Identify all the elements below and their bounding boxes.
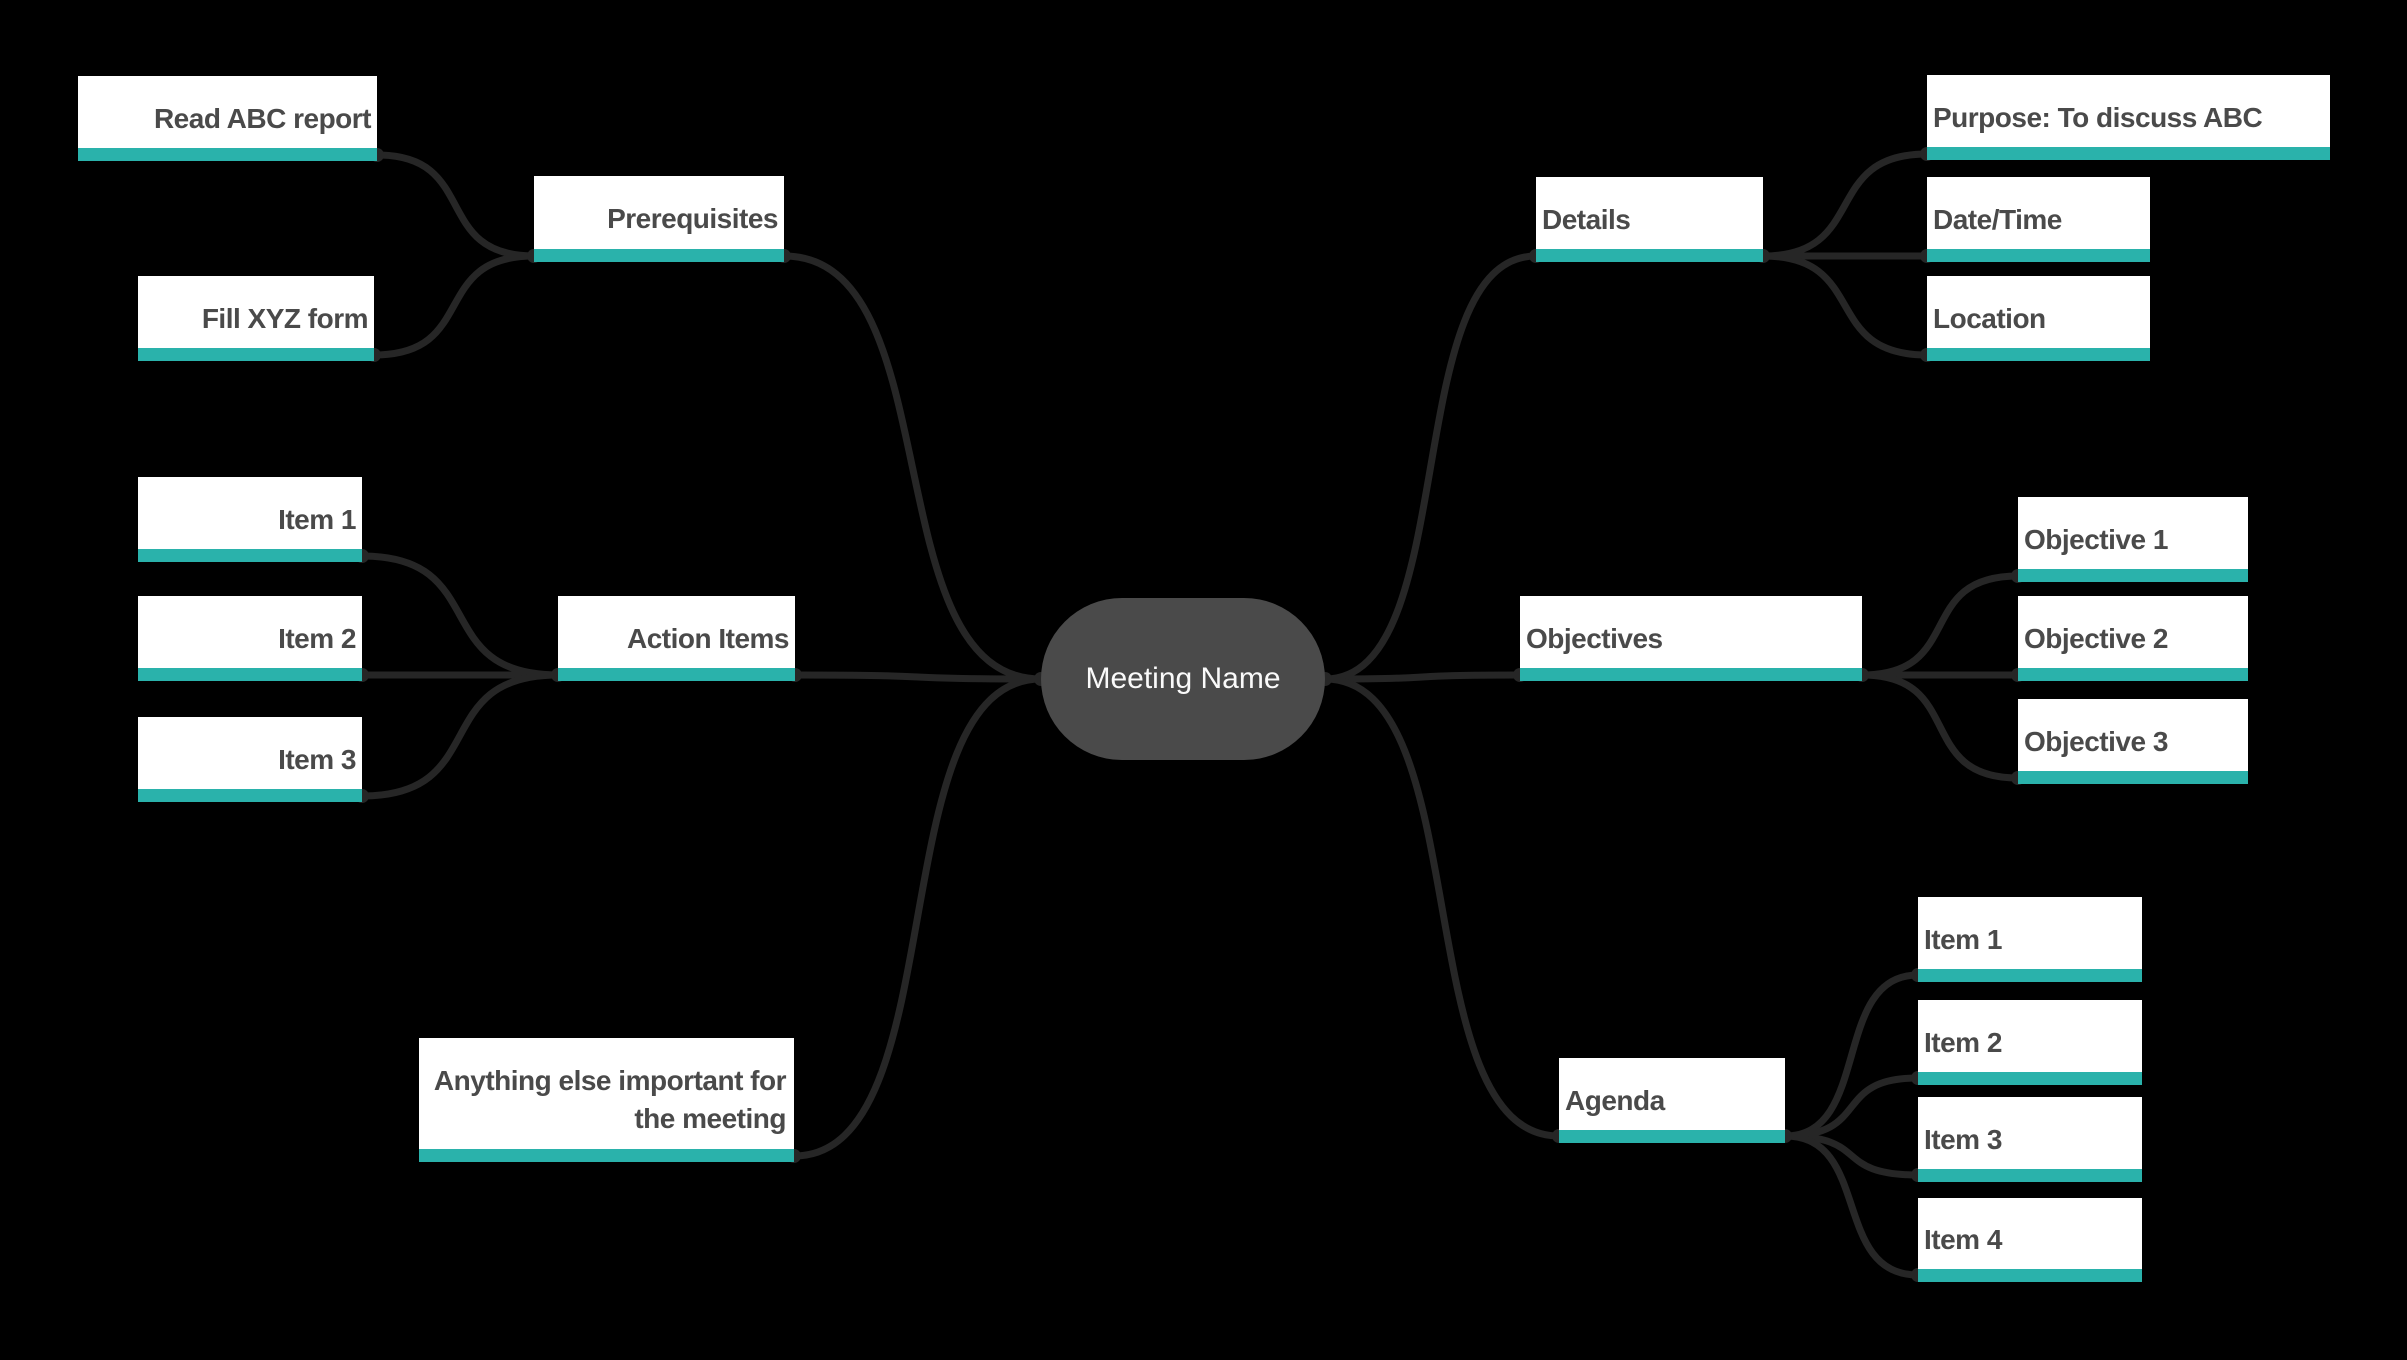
node-location[interactable]: Location (1927, 276, 2150, 361)
node-agenda[interactable]: Agenda (1559, 1058, 1785, 1143)
connector-agenda-to-item3 (1781, 1132, 1922, 1179)
node-purpose[interactable]: Purpose: To discuss ABC (1927, 75, 2330, 160)
connector-note-to-root (790, 675, 1045, 1160)
connector-fill-xyz-to-prerequisites (370, 252, 538, 359)
connector-root-to-objectives (1321, 671, 1524, 683)
connector-objectives-to-objective3 (1858, 671, 2022, 782)
connector-item3-to-action-items (358, 671, 562, 800)
connector-agenda-to-item4 (1781, 1132, 1922, 1279)
node-objective-1[interactable]: Objective 1 (2018, 497, 2248, 582)
connector-objectives-to-objective1 (1858, 572, 2022, 679)
node-read-abc-report[interactable]: Read ABC report (78, 76, 377, 161)
connector-agenda-to-item2 (1781, 1074, 1922, 1140)
node-objective-3[interactable]: Objective 3 (2018, 699, 2248, 784)
node-root-meeting-name[interactable]: Meeting Name (1041, 598, 1325, 760)
connector-read-abc-to-prerequisites (373, 151, 538, 260)
node-action-item-3[interactable]: Item 3 (138, 717, 362, 802)
node-anything-else-note[interactable]: Anything else important for the meeting (419, 1038, 794, 1162)
connector-root-to-agenda (1321, 675, 1563, 1140)
connector-details-to-purpose (1759, 150, 1931, 260)
node-agenda-item-4[interactable]: Item 4 (1918, 1198, 2142, 1282)
node-agenda-item-1[interactable]: Item 1 (1918, 897, 2142, 982)
node-action-item-2[interactable]: Item 2 (138, 596, 362, 681)
node-objective-2[interactable]: Objective 2 (2018, 596, 2248, 681)
node-action-items[interactable]: Action Items (558, 596, 795, 681)
connector-action-items-to-root (791, 671, 1045, 683)
node-objectives[interactable]: Objectives (1520, 596, 1862, 681)
node-details[interactable]: Details (1536, 177, 1763, 262)
connector-item1-to-action-items (358, 552, 562, 679)
node-agenda-item-3[interactable]: Item 3 (1918, 1097, 2142, 1182)
connector-root-to-details (1321, 252, 1540, 683)
node-fill-xyz-form[interactable]: Fill XYZ form (138, 276, 374, 361)
node-prerequisites[interactable]: Prerequisites (534, 176, 784, 262)
node-action-item-1[interactable]: Item 1 (138, 477, 362, 562)
node-agenda-item-2[interactable]: Item 2 (1918, 1000, 2142, 1085)
connector-agenda-to-item1 (1781, 971, 1922, 1140)
connector-prerequisites-to-root (780, 252, 1045, 683)
node-date-time[interactable]: Date/Time (1927, 177, 2150, 262)
connector-details-to-location (1759, 252, 1931, 359)
